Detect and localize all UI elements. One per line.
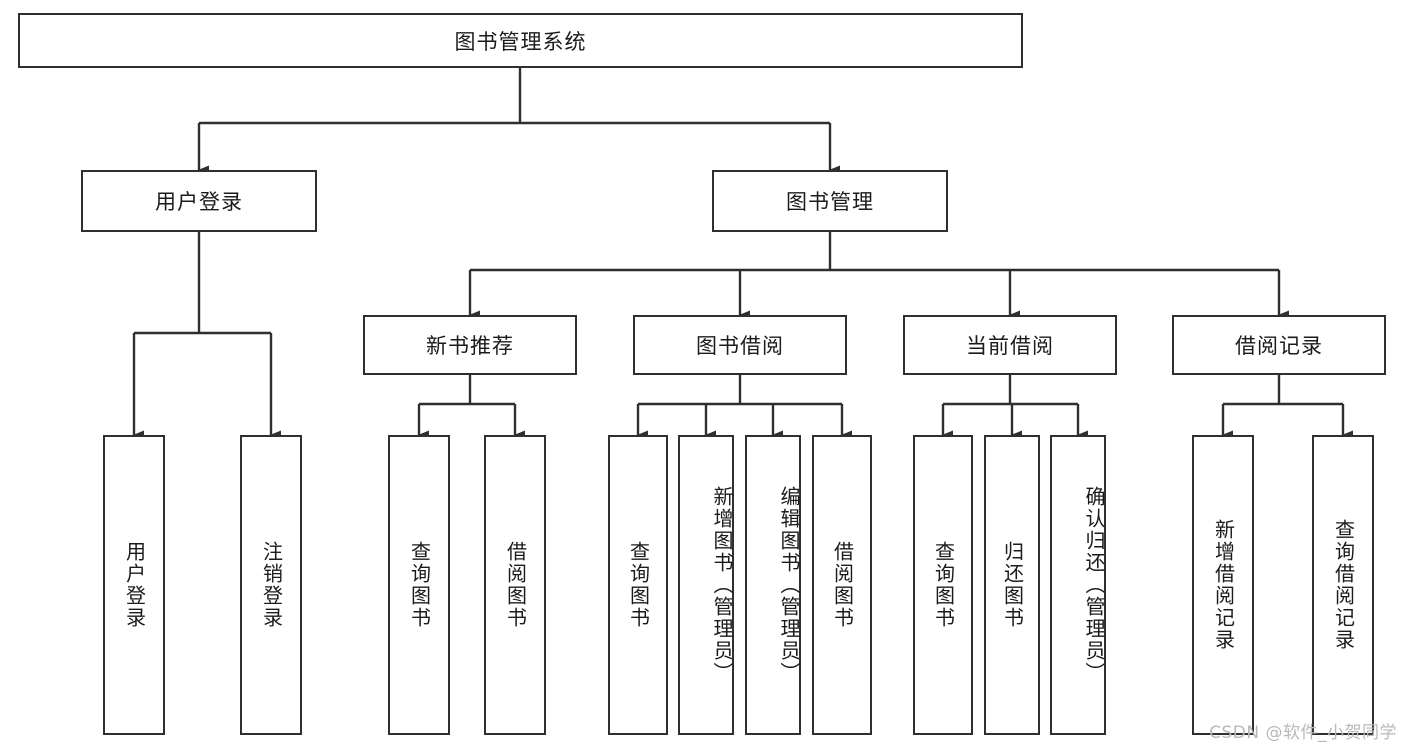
leaf-node-用户登录-0[interactable]: 用户登录 bbox=[103, 435, 165, 735]
node-label: 查询图书 bbox=[626, 541, 651, 629]
node-label: 确认归还（管理员） bbox=[1082, 486, 1106, 684]
leaf-node-注销登录-1[interactable]: 注销登录 bbox=[240, 435, 302, 735]
node-label: 借阅记录 bbox=[1235, 334, 1323, 358]
module-node-图书管理-1[interactable]: 图书管理 bbox=[712, 170, 948, 232]
module-node-用户登录-0[interactable]: 用户登录 bbox=[81, 170, 317, 232]
leaf-node-查询图书-8[interactable]: 查询图书 bbox=[913, 435, 973, 735]
leaf-node-查询借阅记录-12[interactable]: 查询借阅记录 bbox=[1312, 435, 1374, 735]
node-label: 用户登录 bbox=[155, 190, 243, 214]
leaf-node-归还图书-9[interactable]: 归还图书 bbox=[984, 435, 1040, 735]
node-label: 用户登录 bbox=[122, 541, 147, 629]
watermark-label: CSDN @软件_小贺同学 bbox=[1209, 723, 1397, 743]
leaf-node-编辑图书管理员-6[interactable]: 编辑图书（管理员） bbox=[745, 435, 801, 735]
leaf-node-借阅图书-3[interactable]: 借阅图书 bbox=[484, 435, 546, 735]
node-label: 图书管理系统 bbox=[454, 29, 587, 54]
node-label: 编辑图书（管理员） bbox=[777, 486, 801, 684]
leaf-node-查询图书-4[interactable]: 查询图书 bbox=[608, 435, 668, 735]
leaf-node-新增图书管理员-5[interactable]: 新增图书（管理员） bbox=[678, 435, 734, 735]
node-label: 图书管理 bbox=[786, 190, 874, 214]
node-label: 新书推荐 bbox=[426, 334, 514, 358]
leaf-node-新增借阅记录-11[interactable]: 新增借阅记录 bbox=[1192, 435, 1254, 735]
node-label: 当前借阅 bbox=[966, 334, 1054, 358]
leaf-node-确认归还管理员-10[interactable]: 确认归还（管理员） bbox=[1050, 435, 1106, 735]
leaf-node-查询图书-2[interactable]: 查询图书 bbox=[388, 435, 450, 735]
node-label: 借阅图书 bbox=[830, 541, 855, 629]
node-label: 查询图书 bbox=[407, 541, 432, 629]
node-label: 查询图书 bbox=[931, 541, 956, 629]
node-label: 借阅图书 bbox=[503, 541, 528, 629]
node-label: 归还图书 bbox=[1000, 541, 1025, 629]
submodule-node-当前借阅-2[interactable]: 当前借阅 bbox=[903, 315, 1117, 375]
node-label: 图书借阅 bbox=[696, 334, 784, 358]
submodule-node-借阅记录-3[interactable]: 借阅记录 bbox=[1172, 315, 1386, 375]
root-node-图书管理系统[interactable]: 图书管理系统 bbox=[18, 13, 1023, 68]
node-label: 新增图书（管理员） bbox=[710, 486, 734, 684]
submodule-node-新书推荐-0[interactable]: 新书推荐 bbox=[363, 315, 577, 375]
node-label: 查询借阅记录 bbox=[1331, 519, 1356, 651]
leaf-node-借阅图书-7[interactable]: 借阅图书 bbox=[812, 435, 872, 735]
submodule-node-图书借阅-1[interactable]: 图书借阅 bbox=[633, 315, 847, 375]
node-label: 新增借阅记录 bbox=[1211, 519, 1236, 651]
node-label: 注销登录 bbox=[259, 541, 284, 629]
